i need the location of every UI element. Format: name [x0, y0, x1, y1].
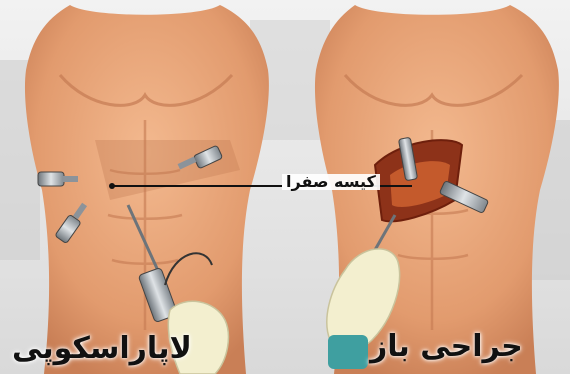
laparoscopy-label: لاپاراسکوپی — [12, 334, 192, 364]
open-surgery-label: جراحی باز — [370, 332, 523, 362]
gallbladder-marker — [109, 183, 115, 189]
gallbladder-label: کیسه صفرا — [282, 174, 380, 190]
torso-laparoscopy — [25, 5, 269, 374]
